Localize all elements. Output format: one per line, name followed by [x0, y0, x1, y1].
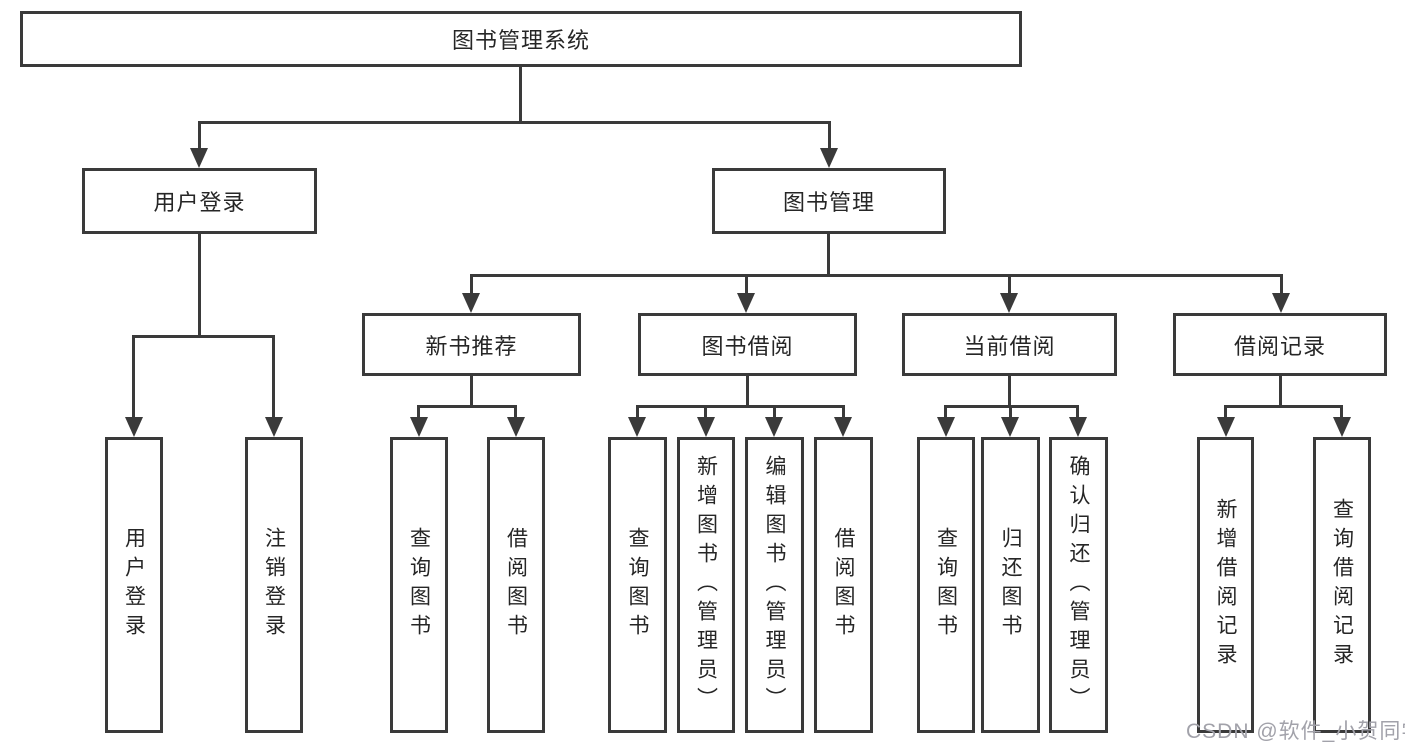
node-edit-book-admin: 编辑图书（管理员） [745, 437, 804, 733]
node-label: 借阅记录 [1233, 333, 1326, 359]
node-label: 新书推荐 [425, 333, 518, 359]
node-query-books-current: 查询图书 [917, 437, 975, 733]
connector-line [828, 121, 831, 151]
connector-line [1076, 405, 1079, 419]
connector-line [470, 376, 473, 407]
node-current-borrow: 当前借阅 [902, 313, 1117, 376]
connector-line [132, 335, 275, 338]
connector-line [745, 274, 748, 295]
connector-line [1280, 274, 1283, 295]
arrow-down-icon [265, 417, 283, 437]
node-label: 用户登录 [122, 527, 146, 643]
node-user-login-leaf: 用户登录 [105, 437, 163, 733]
arrow-down-icon [737, 293, 755, 313]
node-label: 注销登录 [262, 527, 286, 643]
connector-line [470, 274, 1283, 277]
arrow-down-icon [125, 417, 143, 437]
node-add-book-admin: 新增图书（管理员） [677, 437, 735, 733]
arrow-down-icon [462, 293, 480, 313]
arrow-down-icon [820, 148, 838, 168]
connector-line [470, 274, 473, 295]
node-new-book-recommend: 新书推荐 [362, 313, 581, 376]
connector-line [1279, 376, 1282, 407]
arrow-down-icon [1000, 293, 1018, 313]
node-book-borrow: 图书借阅 [638, 313, 857, 376]
node-label: 当前借阅 [963, 333, 1056, 359]
node-add-borrow-record: 新增借阅记录 [1197, 437, 1254, 733]
connector-line [1340, 405, 1343, 419]
connector-line [842, 405, 845, 419]
connector-line [132, 335, 135, 419]
connector-line [272, 335, 275, 419]
connector-line [746, 376, 749, 407]
arrow-down-icon [1272, 293, 1290, 313]
arrow-down-icon [1069, 417, 1087, 437]
connector-line [773, 405, 776, 419]
connector-line [417, 405, 420, 419]
node-borrow-records: 借阅记录 [1173, 313, 1387, 376]
node-label: 编辑图书（管理员） [763, 454, 786, 716]
arrow-down-icon [628, 417, 646, 437]
node-query-books-borrow: 查询图书 [608, 437, 667, 733]
connector-line [704, 405, 707, 419]
connector-line [1224, 405, 1343, 408]
arrow-down-icon [190, 148, 208, 168]
node-return-book: 归还图书 [981, 437, 1040, 733]
connector-line [1224, 405, 1227, 419]
node-label: 查询图书 [934, 527, 958, 643]
node-label: 查询图书 [626, 527, 649, 643]
arrow-down-icon [1217, 417, 1235, 437]
node-logout: 注销登录 [245, 437, 303, 733]
node-label: 借阅图书 [832, 527, 855, 643]
watermark-text: CSDN @软件_小贺同学 [1186, 720, 1405, 743]
arrow-down-icon [697, 417, 715, 437]
node-label: 归还图书 [999, 527, 1022, 643]
connector-line [1008, 376, 1011, 407]
connector-line [417, 405, 517, 408]
node-label: 图书管理 [782, 190, 875, 215]
node-borrow-books-recommend: 借阅图书 [487, 437, 545, 733]
node-label: 图书借阅 [701, 333, 794, 359]
node-query-borrow-record: 查询借阅记录 [1313, 437, 1371, 733]
node-query-books-recommend: 查询图书 [390, 437, 448, 733]
node-label: 借阅图书 [504, 527, 528, 643]
node-label: 新增图书（管理员） [694, 454, 718, 716]
node-label: 查询图书 [407, 527, 431, 643]
node-label: 新增借阅记录 [1214, 498, 1237, 672]
node-confirm-return-admin: 确认归还（管理员） [1049, 437, 1108, 733]
node-label: 确认归还（管理员） [1067, 454, 1090, 716]
connector-line [1009, 405, 1012, 419]
node-user-login-branch: 用户登录 [82, 168, 317, 234]
connector-line [827, 234, 830, 276]
node-label: 查询借阅记录 [1330, 498, 1354, 672]
connector-line [198, 121, 201, 151]
connector-line [198, 121, 831, 124]
arrow-down-icon [410, 417, 428, 437]
connector-line [519, 67, 522, 123]
arrow-down-icon [507, 417, 525, 437]
node-library-system: 图书管理系统 [20, 11, 1022, 67]
connector-line [636, 405, 639, 419]
arrow-down-icon [937, 417, 955, 437]
connector-line [1008, 274, 1011, 295]
node-book-management: 图书管理 [712, 168, 946, 234]
connector-line [944, 405, 947, 419]
arrow-down-icon [1001, 417, 1019, 437]
arrow-down-icon [765, 417, 783, 437]
node-label: 图书管理系统 [451, 28, 590, 53]
connector-line [636, 405, 845, 408]
connector-line [514, 405, 517, 419]
node-borrow-books-leaf: 借阅图书 [814, 437, 873, 733]
connector-line [198, 234, 201, 337]
arrow-down-icon [834, 417, 852, 437]
node-label: 用户登录 [153, 190, 246, 215]
arrow-down-icon [1333, 417, 1351, 437]
